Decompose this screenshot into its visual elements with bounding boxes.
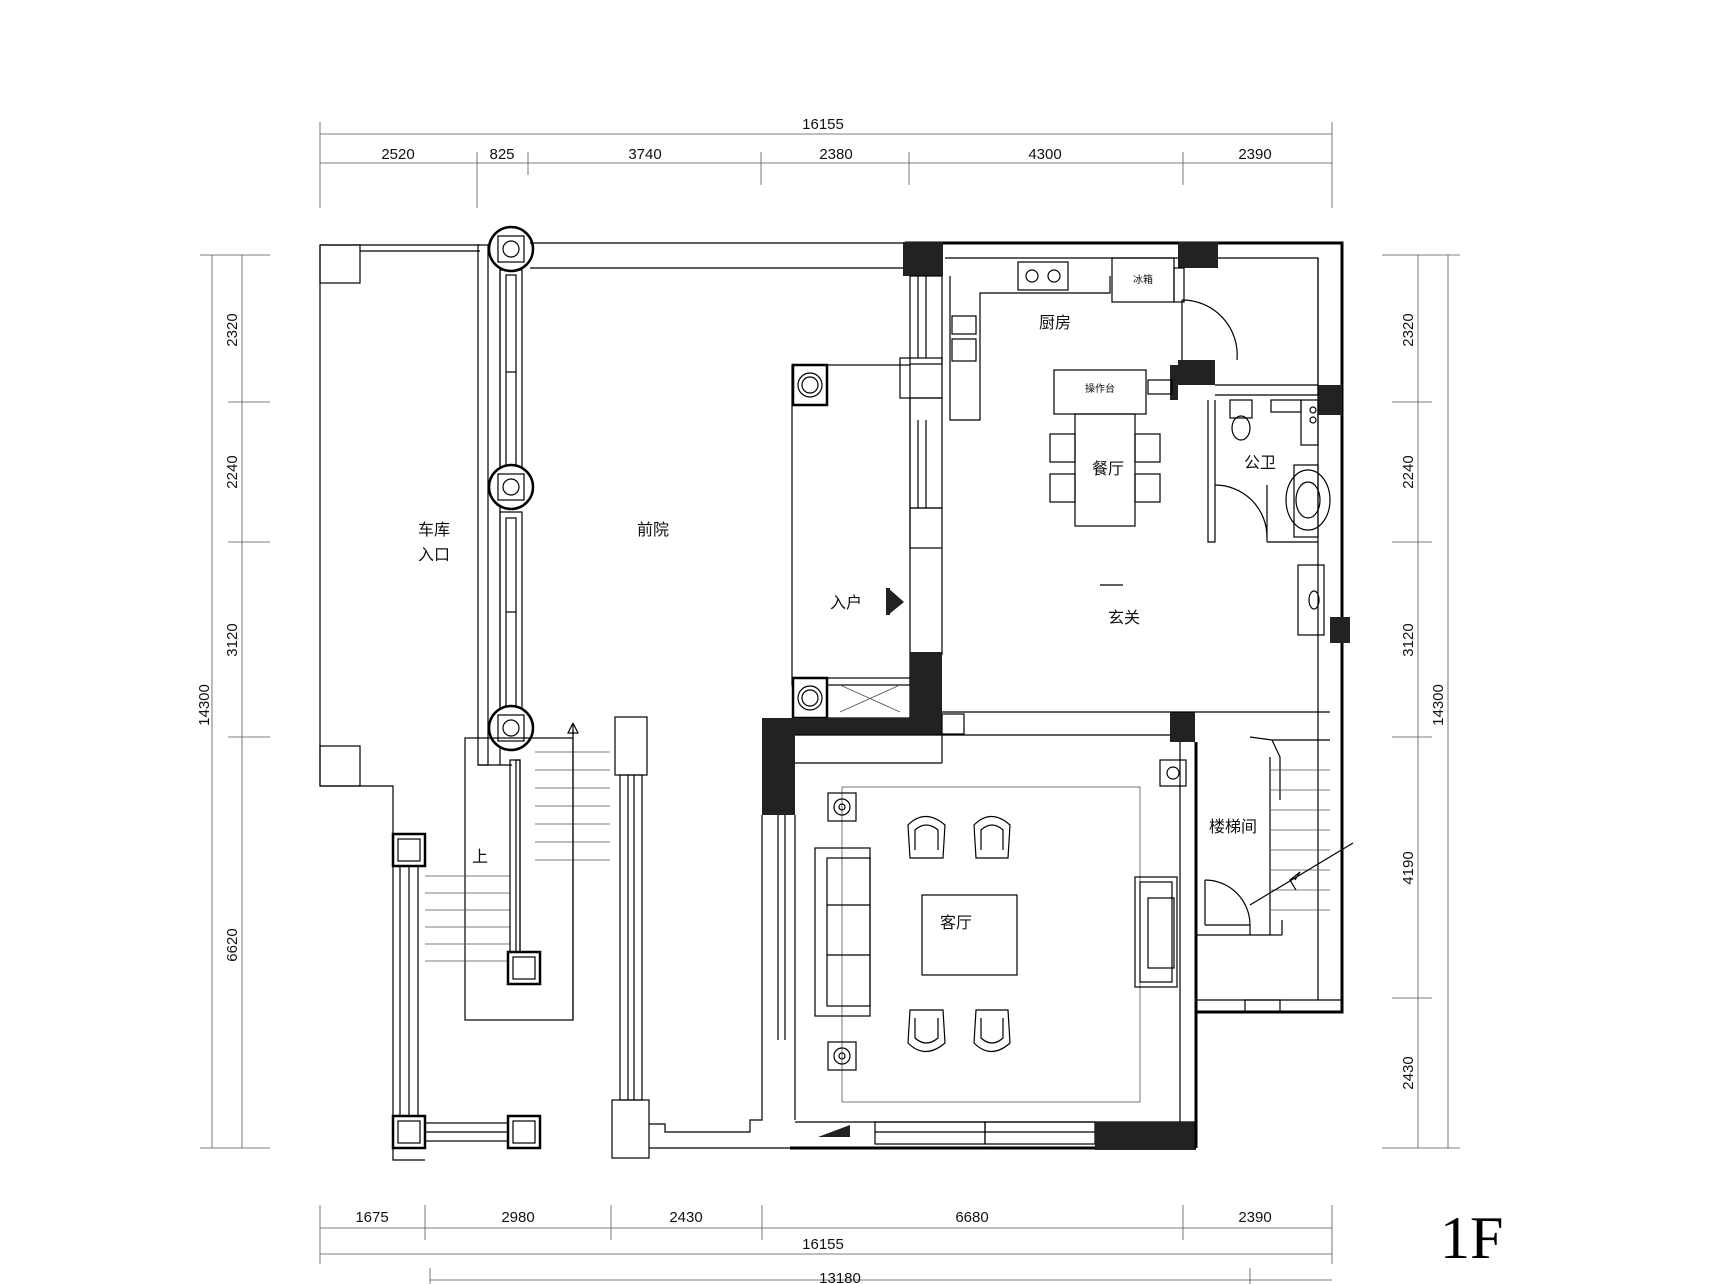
dimension-labels: 16155 2520 825 3740 2380 4300 2390 1675 …: [196, 116, 1447, 1284]
fridge-label: 冰箱: [1133, 273, 1153, 286]
dim-left-4: 6620: [224, 928, 241, 961]
outer-walls-west: [319, 225, 905, 1161]
dim-right-4: 4190: [1400, 851, 1417, 884]
column: [791, 676, 829, 720]
room-front-yard: 前院: [637, 520, 669, 539]
dim-bottom-total: 16155: [802, 1236, 844, 1253]
dim-right-total: 14300: [1430, 684, 1447, 726]
side-table: [827, 792, 857, 822]
dimension-lines: [200, 122, 1460, 1284]
column: [391, 1114, 427, 1150]
dim-left-2: 2240: [224, 455, 241, 488]
room-kitchen: 厨房: [1039, 313, 1071, 332]
dim-right-1: 2320: [1400, 313, 1417, 346]
stairs-up-label: 上: [472, 847, 488, 866]
dim-top-4: 2380: [819, 146, 852, 163]
dim-top-2: 825: [489, 146, 514, 163]
dim-top-1: 2520: [381, 146, 414, 163]
dim-bottom-total-2: 13180: [819, 1270, 861, 1284]
dim-left-3: 3120: [224, 623, 241, 656]
room-foyer: 玄关: [1108, 608, 1140, 627]
room-labels: 车库 入口 前院 入户 厨房 餐厅 公卫 玄关 客厅 楼梯间 上: [418, 313, 1276, 932]
dim-bottom-1: 1675: [355, 1209, 388, 1226]
room-dining: 餐厅: [1092, 459, 1124, 478]
armchair: [973, 1009, 1011, 1053]
column: [487, 463, 535, 511]
dim-right-5: 2430: [1400, 1056, 1417, 1089]
dim-bottom-2: 2980: [501, 1209, 534, 1226]
house-walls: 冰箱 操作台: [761, 241, 1354, 1150]
column: [506, 950, 542, 986]
dim-bottom-5: 2390: [1238, 1209, 1271, 1226]
floor-label: 1F: [1440, 1205, 1503, 1271]
column: [506, 1114, 542, 1150]
dim-right-2: 2240: [1400, 455, 1417, 488]
column: [791, 363, 829, 407]
room-living: 客厅: [940, 913, 972, 932]
room-stairwell: 楼梯间: [1209, 817, 1257, 836]
armchair: [907, 1009, 946, 1053]
column: [391, 832, 427, 868]
dim-right-3: 3120: [1400, 623, 1417, 656]
column: [487, 225, 535, 273]
dim-bottom-4: 6680: [955, 1209, 988, 1226]
armchair: [907, 815, 946, 859]
dim-left-total: 14300: [196, 684, 213, 726]
counter-label: 操作台: [1085, 382, 1115, 395]
armchair: [973, 815, 1011, 859]
room-garage-entry-line2: 入口: [418, 545, 450, 564]
dim-left-1: 2320: [224, 313, 241, 346]
dim-bottom-3: 2430: [669, 1209, 702, 1226]
room-public-wc: 公卫: [1244, 453, 1276, 472]
column: [487, 704, 535, 752]
room-garage-entry-line1: 车库: [418, 520, 450, 539]
room-entrance: 入户: [830, 593, 862, 612]
dim-top-5: 4300: [1028, 146, 1061, 163]
dim-top-total: 16155: [802, 116, 844, 133]
side-table: [827, 1041, 857, 1071]
dim-top-6: 2390: [1238, 146, 1271, 163]
dim-top-3: 3740: [628, 146, 661, 163]
